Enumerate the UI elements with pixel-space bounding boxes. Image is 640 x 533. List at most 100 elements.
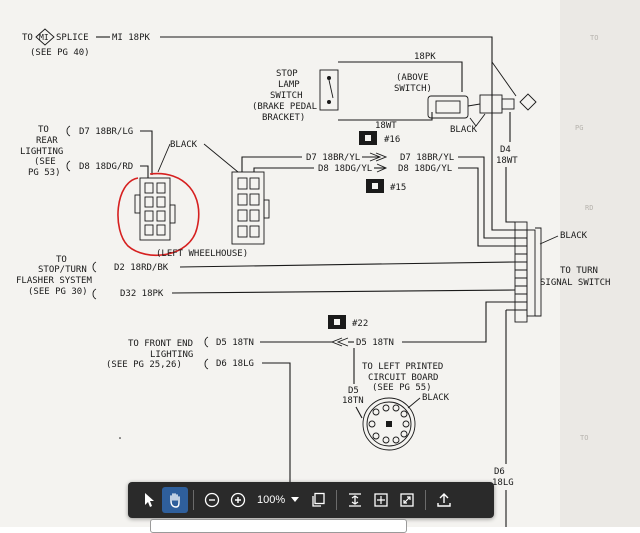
zoom-out-button[interactable] xyxy=(199,487,225,513)
label-to-turn-2: SIGNAL SWITCH xyxy=(540,278,610,288)
label-switch: SWITCH xyxy=(270,91,303,101)
toolbar-divider xyxy=(425,490,427,510)
fit-page-icon xyxy=(374,493,388,507)
above-switch-connector xyxy=(427,95,469,119)
wire-d7-left xyxy=(140,130,153,175)
fit-page-button[interactable] xyxy=(368,487,394,513)
label-splice: SPLICE xyxy=(56,33,89,43)
toolbar-divider xyxy=(336,490,338,510)
upload-icon xyxy=(437,493,451,507)
label-to-front-3: (SEE PG 25,26) xyxy=(106,360,182,370)
label-to-stop-1: TO xyxy=(56,255,67,265)
copy-pages-icon xyxy=(312,492,325,507)
label-to-stop-2: STOP/TURN xyxy=(38,265,87,275)
label-d7-left: D7 18BR/LG xyxy=(79,127,133,137)
upload-button[interactable] xyxy=(431,487,457,513)
label-stop: STOP xyxy=(276,69,298,79)
label-d5-vert-1: D5 xyxy=(348,386,359,396)
label-d8-left: D8 18DG/RD xyxy=(79,162,133,172)
label-d7-mid: D7 18BR/YL xyxy=(306,153,360,163)
wire-18wt-switch xyxy=(338,112,433,121)
ghost-text: TO xyxy=(590,34,598,42)
zoom-out-icon xyxy=(204,492,220,508)
fullscreen-icon xyxy=(400,493,414,507)
pointer-icon xyxy=(145,493,154,507)
fit-height-button[interactable] xyxy=(342,487,368,513)
label-brake-pedal: (BRAKE PEDAL xyxy=(252,102,317,112)
label-d4: D4 xyxy=(500,145,511,155)
label-to-stop-3: FLASHER SYSTEM xyxy=(16,276,92,286)
label-d8-mid: D8 18DG/YL xyxy=(318,164,372,174)
wire-d32 xyxy=(171,289,516,294)
label-to-front-1: TO FRONT END xyxy=(128,339,193,349)
label-d5-right: D5 18TN xyxy=(356,338,394,348)
label-left-wheelhouse: (LEFT WHEELHOUSE) xyxy=(156,249,248,259)
label-to-turn-1: TO TURN xyxy=(560,266,598,276)
wire-mi-18pk xyxy=(160,36,515,231)
fit-height-icon xyxy=(349,493,362,507)
ghost-text: TO xyxy=(580,434,588,442)
label-to-mi: TO xyxy=(22,33,33,43)
label-d2: D2 18RD/BK xyxy=(114,263,169,273)
search-input[interactable] xyxy=(150,519,407,533)
label-mi-18pk: MI 18PK xyxy=(112,33,151,43)
zoom-in-button[interactable] xyxy=(225,487,251,513)
wire-d5-right xyxy=(402,301,515,343)
label-badge-22: #22 xyxy=(352,319,368,329)
label-see-pg-40: (SEE PG 40) xyxy=(30,48,90,58)
label-badge-16: #16 xyxy=(384,135,400,145)
ghost-text: RD xyxy=(585,204,593,212)
label-d8-right: D8 18DG/YL xyxy=(398,164,452,174)
label-black-circuit: BLACK xyxy=(422,393,450,403)
label-above: (ABOVE xyxy=(396,73,429,83)
pdf-toolbar: 100% xyxy=(128,482,494,518)
label-to-rear-4: (SEE xyxy=(34,157,56,167)
zoom-value: 100% xyxy=(257,494,286,506)
label-d5-left: D5 18TN xyxy=(216,338,254,348)
label-d5-vert-2: 18TN xyxy=(342,396,364,406)
stop-lamp-switch xyxy=(319,69,339,111)
label-d6-1: D6 xyxy=(494,467,505,477)
label-d7-right: D7 18BR/YL xyxy=(400,153,454,163)
label-to-left-1: TO LEFT PRINTED xyxy=(362,362,443,372)
wire-d7-right xyxy=(458,156,515,239)
select-tool-button[interactable] xyxy=(136,487,162,513)
splice-diamond xyxy=(35,28,55,46)
label-black-conn: BLACK xyxy=(170,140,198,150)
label-d6-2: 18LG xyxy=(492,478,514,488)
label-d32: D32 18PK xyxy=(120,289,164,299)
wire-d5-vert xyxy=(353,348,363,419)
circuit-board-connector xyxy=(362,397,416,451)
hand-icon xyxy=(170,493,180,508)
page-view-button[interactable] xyxy=(305,487,331,513)
label-to-stop-4: (SEE PG 30) xyxy=(28,287,88,297)
fullscreen-button[interactable] xyxy=(394,487,420,513)
wire-d8-right xyxy=(458,167,515,247)
hand-tool-button[interactable] xyxy=(162,487,188,513)
splice-diamond-2 xyxy=(519,93,537,111)
label-to-front-2: LIGHTING xyxy=(150,350,193,360)
label-black-switch: BLACK xyxy=(450,125,478,135)
label-to-rear-3: LIGHTING xyxy=(20,147,63,157)
label-black-right: BLACK xyxy=(560,231,588,241)
toolbar-divider xyxy=(193,490,194,510)
zoom-in-icon xyxy=(230,492,246,508)
page-bleed-right xyxy=(560,0,640,527)
label-to-rear-1: TO xyxy=(38,125,49,135)
wire-d4 xyxy=(505,112,515,223)
wire-d8-mid xyxy=(253,167,314,172)
label-to-rear-5: PG 53) xyxy=(28,168,61,178)
label-badge-15: #15 xyxy=(390,183,406,193)
label-18wt: 18WT xyxy=(375,121,397,131)
label-to-left-3: (SEE PG 55) xyxy=(372,383,432,393)
connector-chevron xyxy=(369,152,388,162)
label-lamp: LAMP xyxy=(278,80,300,90)
wire-d7-mid xyxy=(241,156,302,172)
wire-d6-left xyxy=(262,362,291,482)
chevron-down-icon xyxy=(291,497,300,502)
wire-d8-left xyxy=(140,165,149,178)
zoom-select[interactable]: 100% xyxy=(251,494,305,506)
label-to-rear-2: REAR xyxy=(36,136,58,146)
label-mi: MI xyxy=(39,33,49,42)
